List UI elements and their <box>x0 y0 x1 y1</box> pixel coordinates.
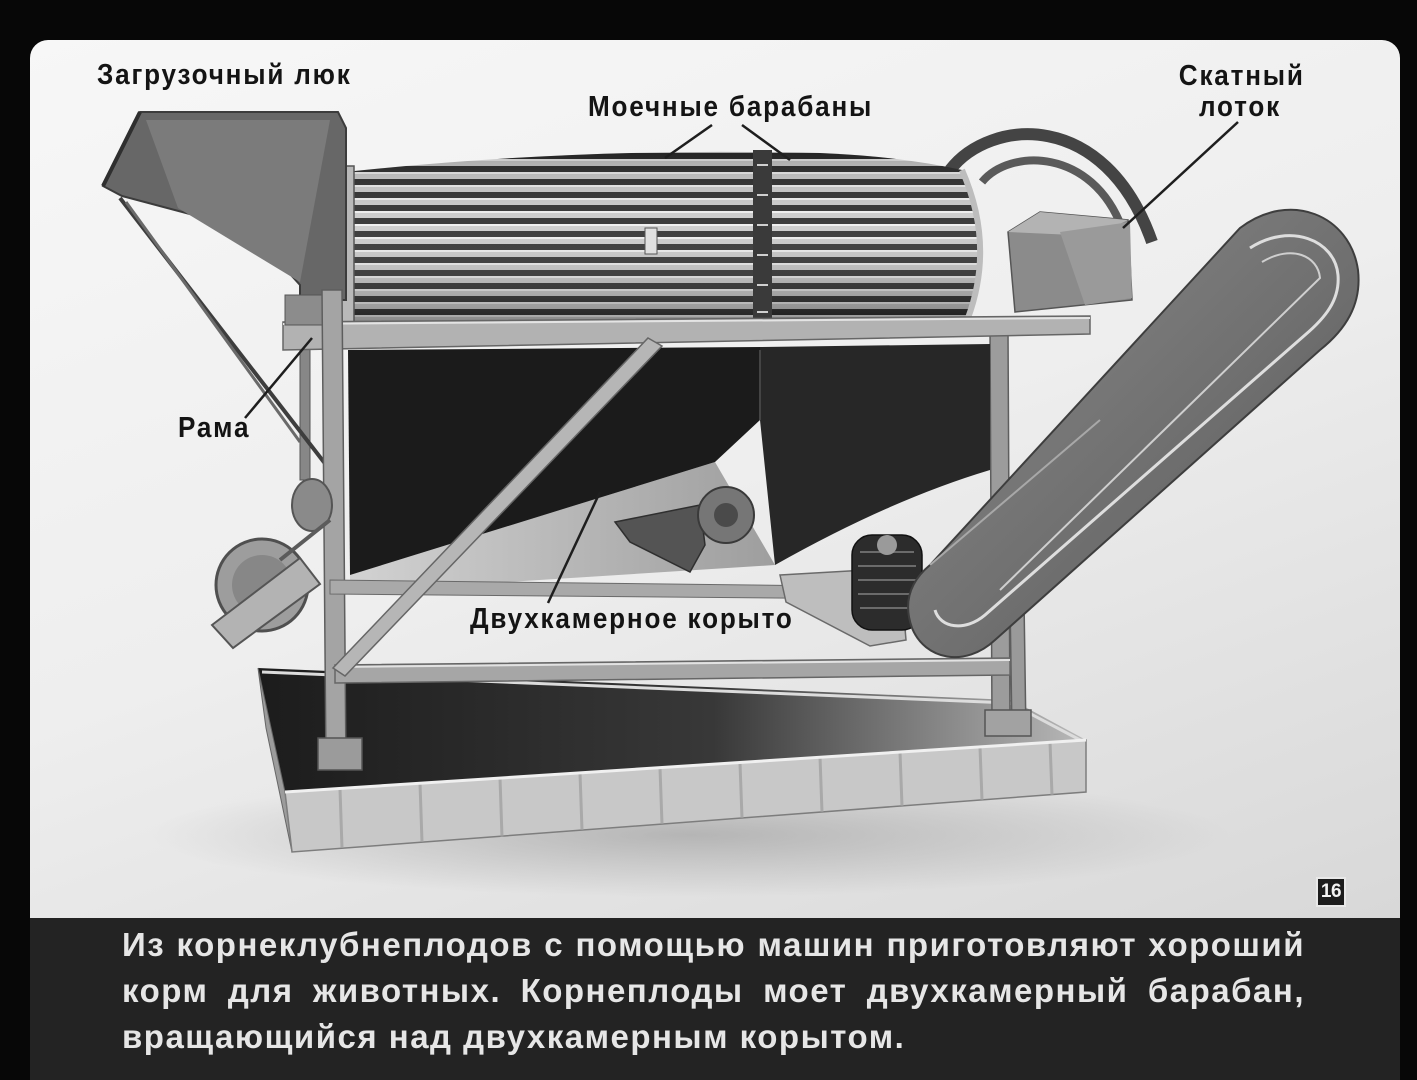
frame-top-beam <box>282 315 1091 351</box>
diagonal-brace <box>331 337 664 677</box>
leader-frame <box>244 337 313 419</box>
washing-drums <box>339 150 984 333</box>
leader-drums-left <box>664 123 713 160</box>
leader-lines <box>244 121 1239 604</box>
caption-line: корм для животных. Корнеплоды моет двухк… <box>122 972 1305 1009</box>
caption: Из корнеклубнеплодов с помощью машин при… <box>122 922 1305 1060</box>
belt-guard <box>907 208 1360 658</box>
electric-motor <box>779 534 923 647</box>
label-trough: Двухкамерное корыто <box>470 603 794 635</box>
leader-chute <box>1122 121 1239 229</box>
page-number: 16 <box>1316 877 1346 907</box>
loading-hatch-hopper <box>101 111 347 326</box>
leader-drums-right <box>741 123 791 162</box>
chute-housing <box>1007 211 1133 313</box>
base-tray <box>257 667 1087 853</box>
support-rods <box>118 196 332 472</box>
label-chute: Скатный лоток <box>1178 60 1305 123</box>
frame-front-left-leg <box>317 289 363 771</box>
caption-band <box>30 918 1400 1080</box>
label-washing-drums: Моечные барабаны <box>588 91 874 123</box>
water-pipe <box>945 128 1158 244</box>
leader-trough <box>546 491 602 604</box>
label-frame: Рама <box>178 412 251 444</box>
drive-mechanism <box>613 486 755 573</box>
label-chute-line1: Скатный <box>1178 60 1305 92</box>
caption-line: вращающийся над двухкамерным корытом. <box>122 1018 906 1055</box>
photo-frame <box>30 40 1400 918</box>
outlet-pulley <box>210 478 333 650</box>
root-washer-machine-illustration <box>101 111 1360 897</box>
caption-line: Из корнеклубнеплодов с помощью машин при… <box>122 926 1305 963</box>
label-chute-line2: лоток <box>1199 91 1281 123</box>
label-loading-hatch: Загрузочный люк <box>97 59 352 91</box>
